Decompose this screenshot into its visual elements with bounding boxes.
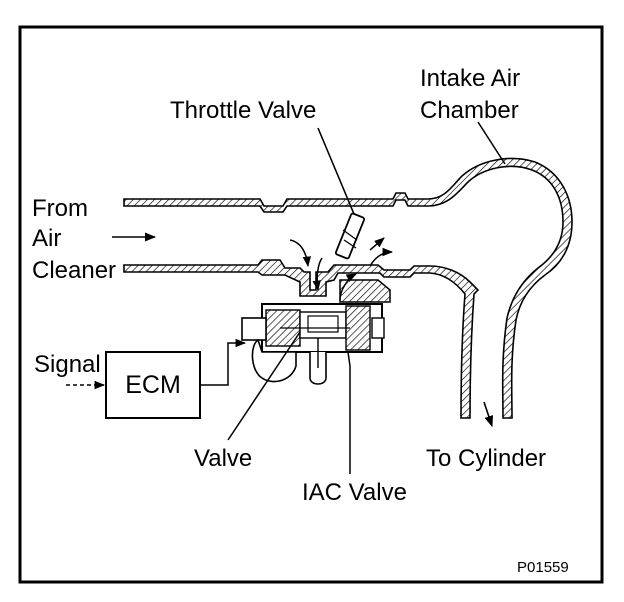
downstream-flow-arrow xyxy=(369,247,394,267)
valve-label: Valve xyxy=(194,445,252,472)
to-cylinder-flow-arrow xyxy=(483,401,494,428)
intake-air-label-line2: Chamber xyxy=(420,97,519,124)
intake-air-label-line1: Intake Air xyxy=(420,65,520,92)
iac-valve-leader xyxy=(347,351,351,474)
throttle-valve-label: Throttle Valve xyxy=(170,97,316,124)
iac-valve-label: IAC Valve xyxy=(302,479,407,506)
signal-label: Signal xyxy=(34,351,101,378)
ecm-label: ECM xyxy=(125,371,181,399)
throttle-shaft xyxy=(317,127,355,215)
air-label: Air xyxy=(32,225,61,252)
to-cylinder-label: To Cylinder xyxy=(426,445,546,472)
intake-lower-wall xyxy=(123,259,480,419)
throttle-plate xyxy=(334,212,366,260)
cleaner-label: Cleaner xyxy=(32,257,116,284)
intake-chamber-leader xyxy=(477,121,506,165)
ecm-output-wire xyxy=(200,338,247,386)
bypass-flow-arrow-up xyxy=(312,257,323,292)
ecm-box xyxy=(105,351,201,419)
bypass-flow-arrow-out xyxy=(339,273,357,301)
intake-upper-wall xyxy=(123,157,573,419)
figure-code: P01559 xyxy=(517,559,569,576)
from-label: From xyxy=(32,195,88,222)
iac-valve-body xyxy=(241,303,385,385)
bypass-passage-block xyxy=(339,279,391,303)
figure-frame xyxy=(18,25,604,584)
throttle-flow-arrow xyxy=(369,237,385,251)
valve-leader xyxy=(227,331,301,441)
bypass-flow-arrow-in xyxy=(289,239,311,268)
